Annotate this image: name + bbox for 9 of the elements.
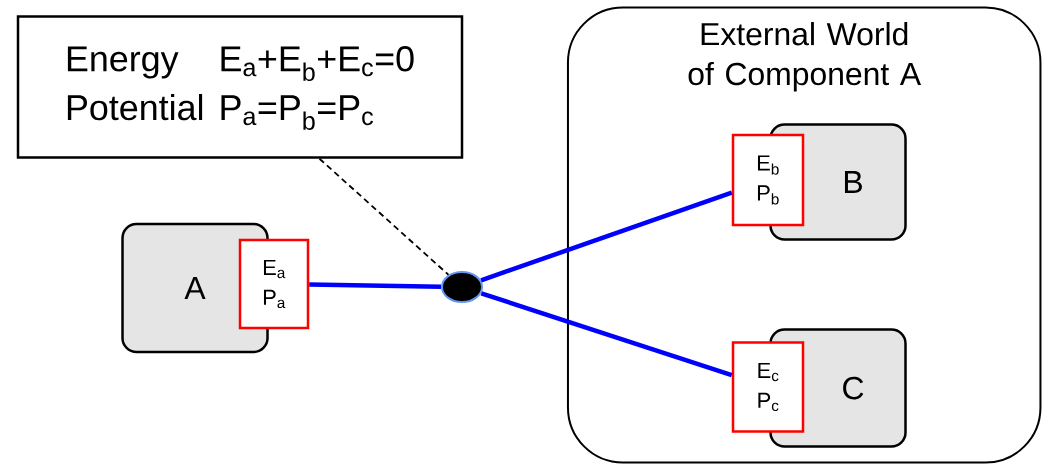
leader-line bbox=[318, 157, 450, 276]
connection-line bbox=[309, 282, 442, 289]
junction-blob bbox=[441, 271, 483, 303]
connection-line bbox=[480, 190, 733, 283]
formula-box: Energy E$_{a}$+E$_{b}$+E$_{c}$=0 Potential P$_{a}$=P$_{b}$=P$_{c}$ bbox=[16, 15, 464, 159]
connection-line bbox=[480, 291, 733, 378]
port-box: E$_{b}$ P$_{b}$ bbox=[731, 133, 805, 227]
port-box: E$_{c}$ P$_{c}$ bbox=[731, 341, 805, 433]
port-box: E$_{a}$ P$_{a}$ bbox=[238, 238, 310, 330]
